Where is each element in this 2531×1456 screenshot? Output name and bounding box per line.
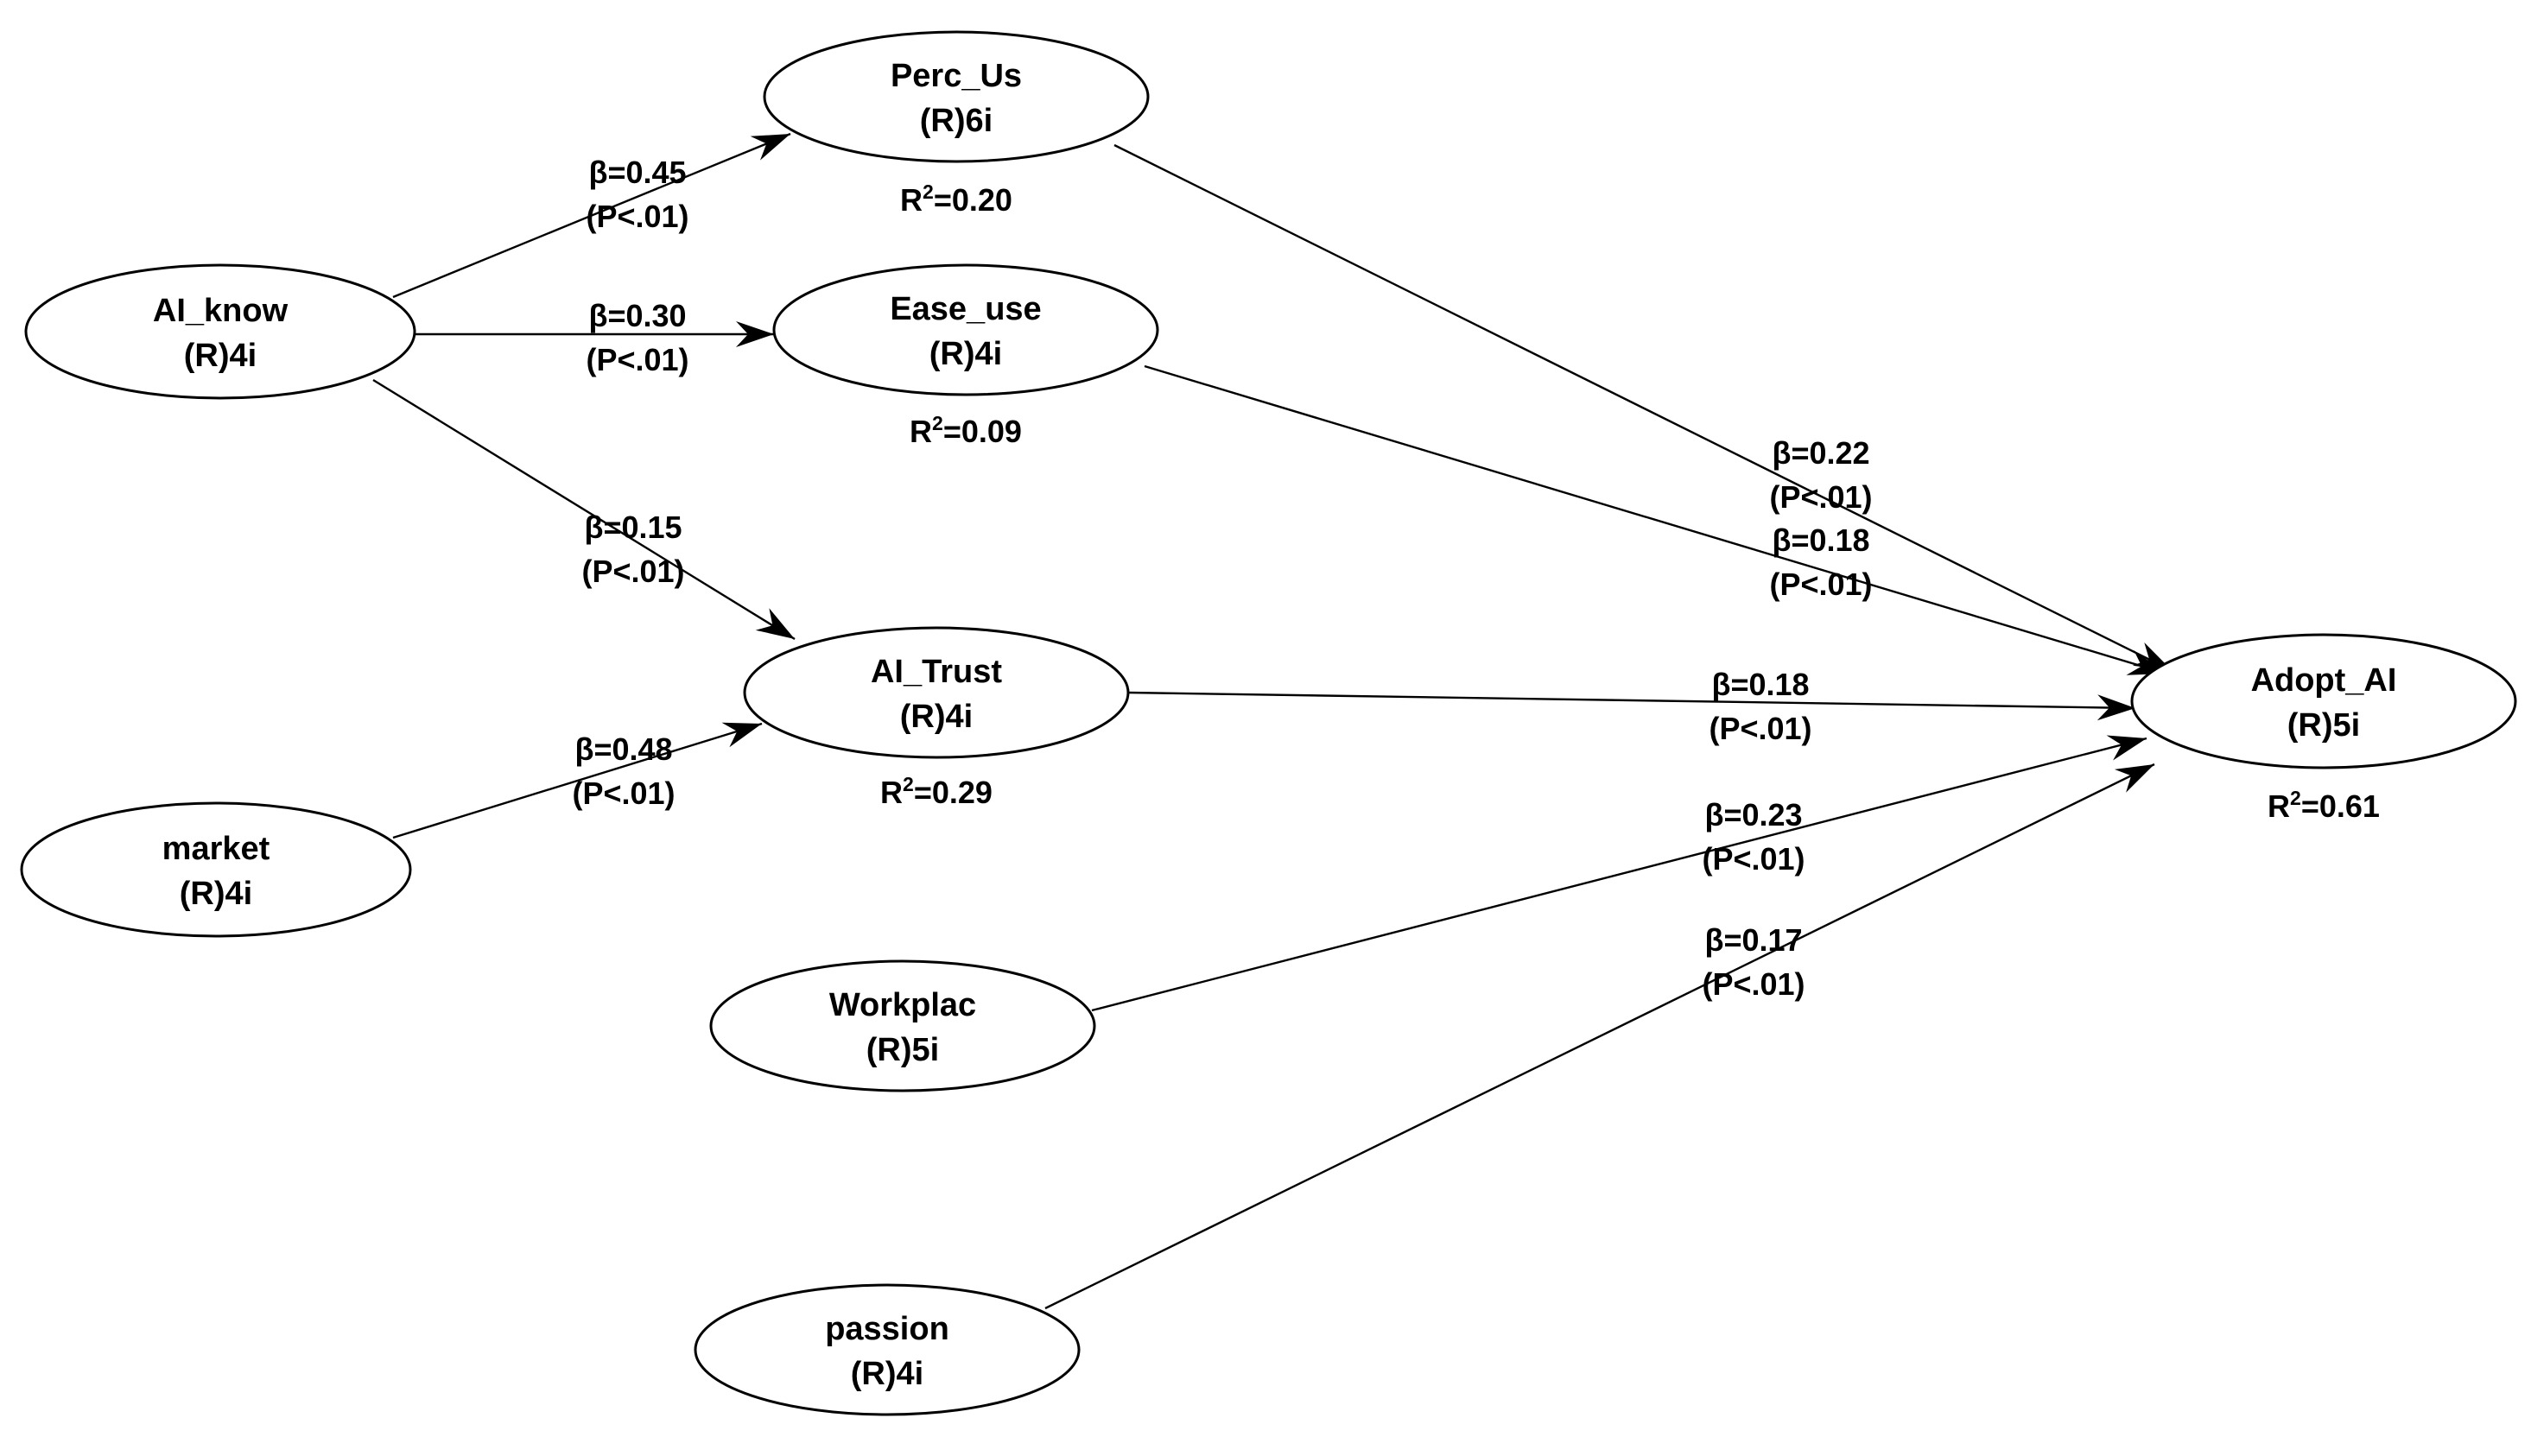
path-ai-trust-to-adopt-ai-arrowhead [2096, 694, 2135, 721]
construct-market: market (R)4i [20, 801, 412, 938]
labels-layer: β=0.45 (P<.01) β=0.30 (P<.01) β=0.15 (P<.01) β… [572, 155, 2379, 1002]
construct-perc-us-name: Perc_Us [891, 58, 1022, 94]
construct-workplac-ellipse [709, 959, 1096, 1092]
construct-perc-us-ellipse [763, 30, 1150, 163]
construct-passion-name: passion [825, 1311, 949, 1347]
path-workplac-to-adopt-ai-p-label: (P<.01) [1702, 841, 1805, 877]
path-ai-know-to-ai-trust-arrowhead [755, 608, 795, 639]
path-passion-to-adopt-ai-p-label: (P<.01) [1702, 966, 1805, 1002]
construct-adopt-ai: Adopt_AI (R)5i [2130, 633, 2517, 769]
path-ai-know-to-ease-use-arrowhead [736, 321, 774, 347]
path-market-to-ai-trust-arrowhead [721, 722, 762, 748]
construct-perc-us: Perc_Us (R)6i [763, 30, 1150, 163]
construct-passion-ellipse [694, 1283, 1081, 1416]
construct-ai-know-ellipse [24, 263, 416, 400]
construct-perc-us-indicators: (R)6i [920, 103, 993, 139]
construct-ai-trust-name: AI_Trust [871, 654, 1002, 690]
construct-workplac-name: Workplac [829, 987, 976, 1023]
construct-passion-indicators: (R)4i [851, 1356, 923, 1392]
construct-ai-trust-ellipse [743, 626, 1130, 759]
construct-ease-use: Ease_use (R)4i [772, 263, 1159, 396]
path-perc-us-to-adopt-ai-beta-label: β=0.22 [1772, 435, 1869, 471]
construct-ai-trust-r-squared: R2=0.29 [880, 773, 993, 810]
construct-ai-trust: AI_Trust (R)4i [743, 626, 1130, 759]
construct-ease-use-ellipse [772, 263, 1159, 396]
construct-ease-use-name: Ease_use [890, 291, 1041, 327]
path-ai-know-to-perc-us-beta-label: β=0.45 [588, 155, 686, 190]
path-ai-know-to-ease-use-p-label: (P<.01) [586, 342, 688, 377]
path-ai-know-to-ai-trust-line [372, 378, 796, 641]
path-ease-use-to-adopt-ai-beta-label: β=0.18 [1772, 522, 1869, 558]
path-ease-use-to-adopt-ai-p-label: (P<.01) [1769, 567, 1872, 602]
construct-market-name: market [162, 831, 270, 867]
construct-ai-trust-indicators: (R)4i [900, 699, 973, 735]
construct-market-indicators: (R)4i [180, 876, 252, 912]
path-ai-know-to-perc-us-p-label: (P<.01) [586, 199, 688, 234]
construct-adopt-ai-ellipse [2130, 633, 2517, 769]
path-ai-know-to-ease-use-beta-label: β=0.30 [588, 298, 686, 333]
path-workplac-to-adopt-ai-line [1091, 737, 2147, 1012]
path-ai-know-to-ai-trust-beta-label: β=0.15 [584, 510, 682, 545]
path-market-to-ai-trust-p-label: (P<.01) [572, 775, 675, 811]
path-workplac-to-adopt-ai-arrowhead [2106, 735, 2147, 761]
construct-ai-know-indicators: (R)4i [184, 338, 257, 374]
path-ai-trust-to-adopt-ai-p-label: (P<.01) [1709, 711, 1811, 746]
path-market-to-ai-trust-line [392, 722, 763, 839]
construct-passion: passion (R)4i [694, 1283, 1081, 1416]
constructs-layer: AI_know(R)4iPerc_Us(R)6iEase_use(R)4iAI_… [20, 30, 2517, 1416]
path-passion-to-adopt-ai-arrowhead [2114, 764, 2154, 793]
construct-ease-use-indicators: (R)4i [929, 336, 1002, 372]
construct-perc-us-r-squared: R2=0.20 [900, 180, 1012, 218]
construct-adopt-ai-r-squared: R2=0.61 [2268, 787, 2380, 824]
path-passion-to-adopt-ai-line [1044, 763, 2155, 1310]
path-ai-know-to-ai-trust-p-label: (P<.01) [581, 554, 684, 589]
path-ai-trust-to-adopt-ai-beta-label: β=0.18 [1711, 667, 1809, 702]
construct-workplac-indicators: (R)5i [866, 1032, 939, 1068]
path-passion-to-adopt-ai-beta-label: β=0.17 [1704, 922, 1802, 958]
construct-workplac: Workplac (R)5i [709, 959, 1096, 1092]
path-market-to-ai-trust-beta-label: β=0.48 [574, 731, 672, 767]
path-workplac-to-adopt-ai-beta-label: β=0.23 [1704, 797, 1802, 832]
path-ai-know-to-perc-us-arrowhead [750, 134, 790, 161]
construct-adopt-ai-name: Adopt_AI [2251, 662, 2397, 699]
path-perc-us-to-adopt-ai-p-label: (P<.01) [1769, 479, 1872, 515]
construct-ai-know-name: AI_know [153, 293, 289, 329]
path-ease-use-to-adopt-ai-line [1144, 364, 2167, 675]
construct-market-ellipse [20, 801, 412, 938]
construct-adopt-ai-indicators: (R)5i [2287, 707, 2360, 744]
path-ai-trust-to-adopt-ai-line [1127, 691, 2136, 710]
construct-ai-know: AI_know (R)4i [24, 263, 416, 400]
path-perc-us-to-adopt-ai-line [1113, 143, 2173, 673]
construct-ease-use-r-squared: R2=0.09 [910, 412, 1022, 449]
path-ai-know-to-perc-us-line [392, 132, 791, 299]
